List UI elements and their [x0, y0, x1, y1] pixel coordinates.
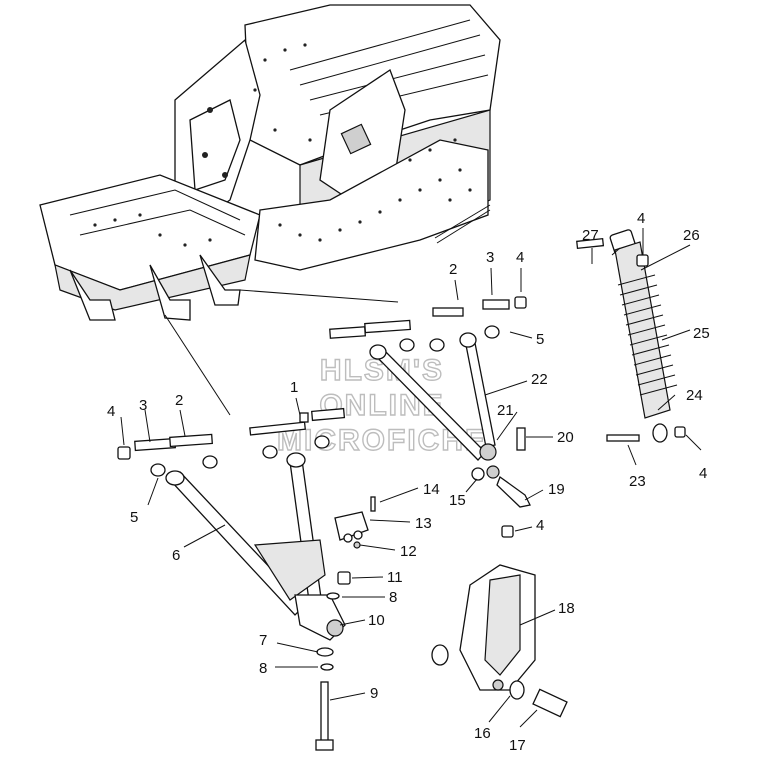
hardware: [117, 237, 686, 751]
callout-5-upper: 5: [536, 331, 544, 348]
callout-13: 13: [415, 515, 432, 532]
shock-absorber: [609, 229, 678, 443]
callout-6: 6: [172, 547, 180, 564]
callout-10: 10: [368, 612, 385, 629]
callout-11: 11: [387, 569, 403, 586]
callout-4-left: 4: [107, 403, 115, 420]
callout-22: 22: [531, 371, 548, 388]
callout-4-middle: 4: [536, 517, 544, 534]
callout-2-upper: 2: [449, 261, 457, 278]
chassis-frame: [39, 4, 501, 321]
callout-15: 15: [449, 492, 466, 509]
callout-27: 27: [582, 227, 599, 244]
callout-21: 21: [497, 402, 514, 419]
callout-9: 9: [370, 685, 378, 702]
callout-12: 12: [400, 543, 417, 560]
callout-25: 25: [693, 325, 710, 342]
leader-lines: [120, 228, 702, 728]
callout-17: 17: [509, 737, 526, 754]
callout-1: 1: [290, 379, 298, 396]
callout-5-left: 5: [130, 509, 138, 526]
callout-3-upper: 3: [486, 249, 494, 266]
callout-4-shock-bottom: 4: [699, 465, 707, 482]
callout-4-upper: 4: [516, 249, 524, 266]
callout-2-left: 2: [175, 392, 183, 409]
callout-18: 18: [558, 600, 575, 617]
callout-26: 26: [683, 227, 700, 244]
callout-24: 24: [686, 387, 703, 404]
callout-4-shock-top: 4: [637, 210, 645, 227]
upper-a-arm: [369, 332, 497, 461]
callout-3-left: 3: [139, 397, 147, 414]
callout-16: 16: [474, 725, 491, 742]
callout-20: 20: [557, 429, 574, 446]
lower-a-arm: [165, 452, 346, 641]
spindle: [431, 564, 536, 691]
callout-7: 7: [259, 632, 267, 649]
callout-8-upper: 8: [389, 589, 397, 606]
watermark: HLSM'S ONLINE MICROFICHE: [276, 353, 485, 457]
callout-23: 23: [629, 473, 646, 490]
callout-19: 19: [548, 481, 565, 498]
callout-8-lower: 8: [259, 660, 267, 677]
callout-14: 14: [423, 481, 440, 498]
callout-labels: 1 2 2 3 3 4 4 4 4 4 5 5 6 7 8 8 9 10 11 …: [107, 210, 710, 754]
